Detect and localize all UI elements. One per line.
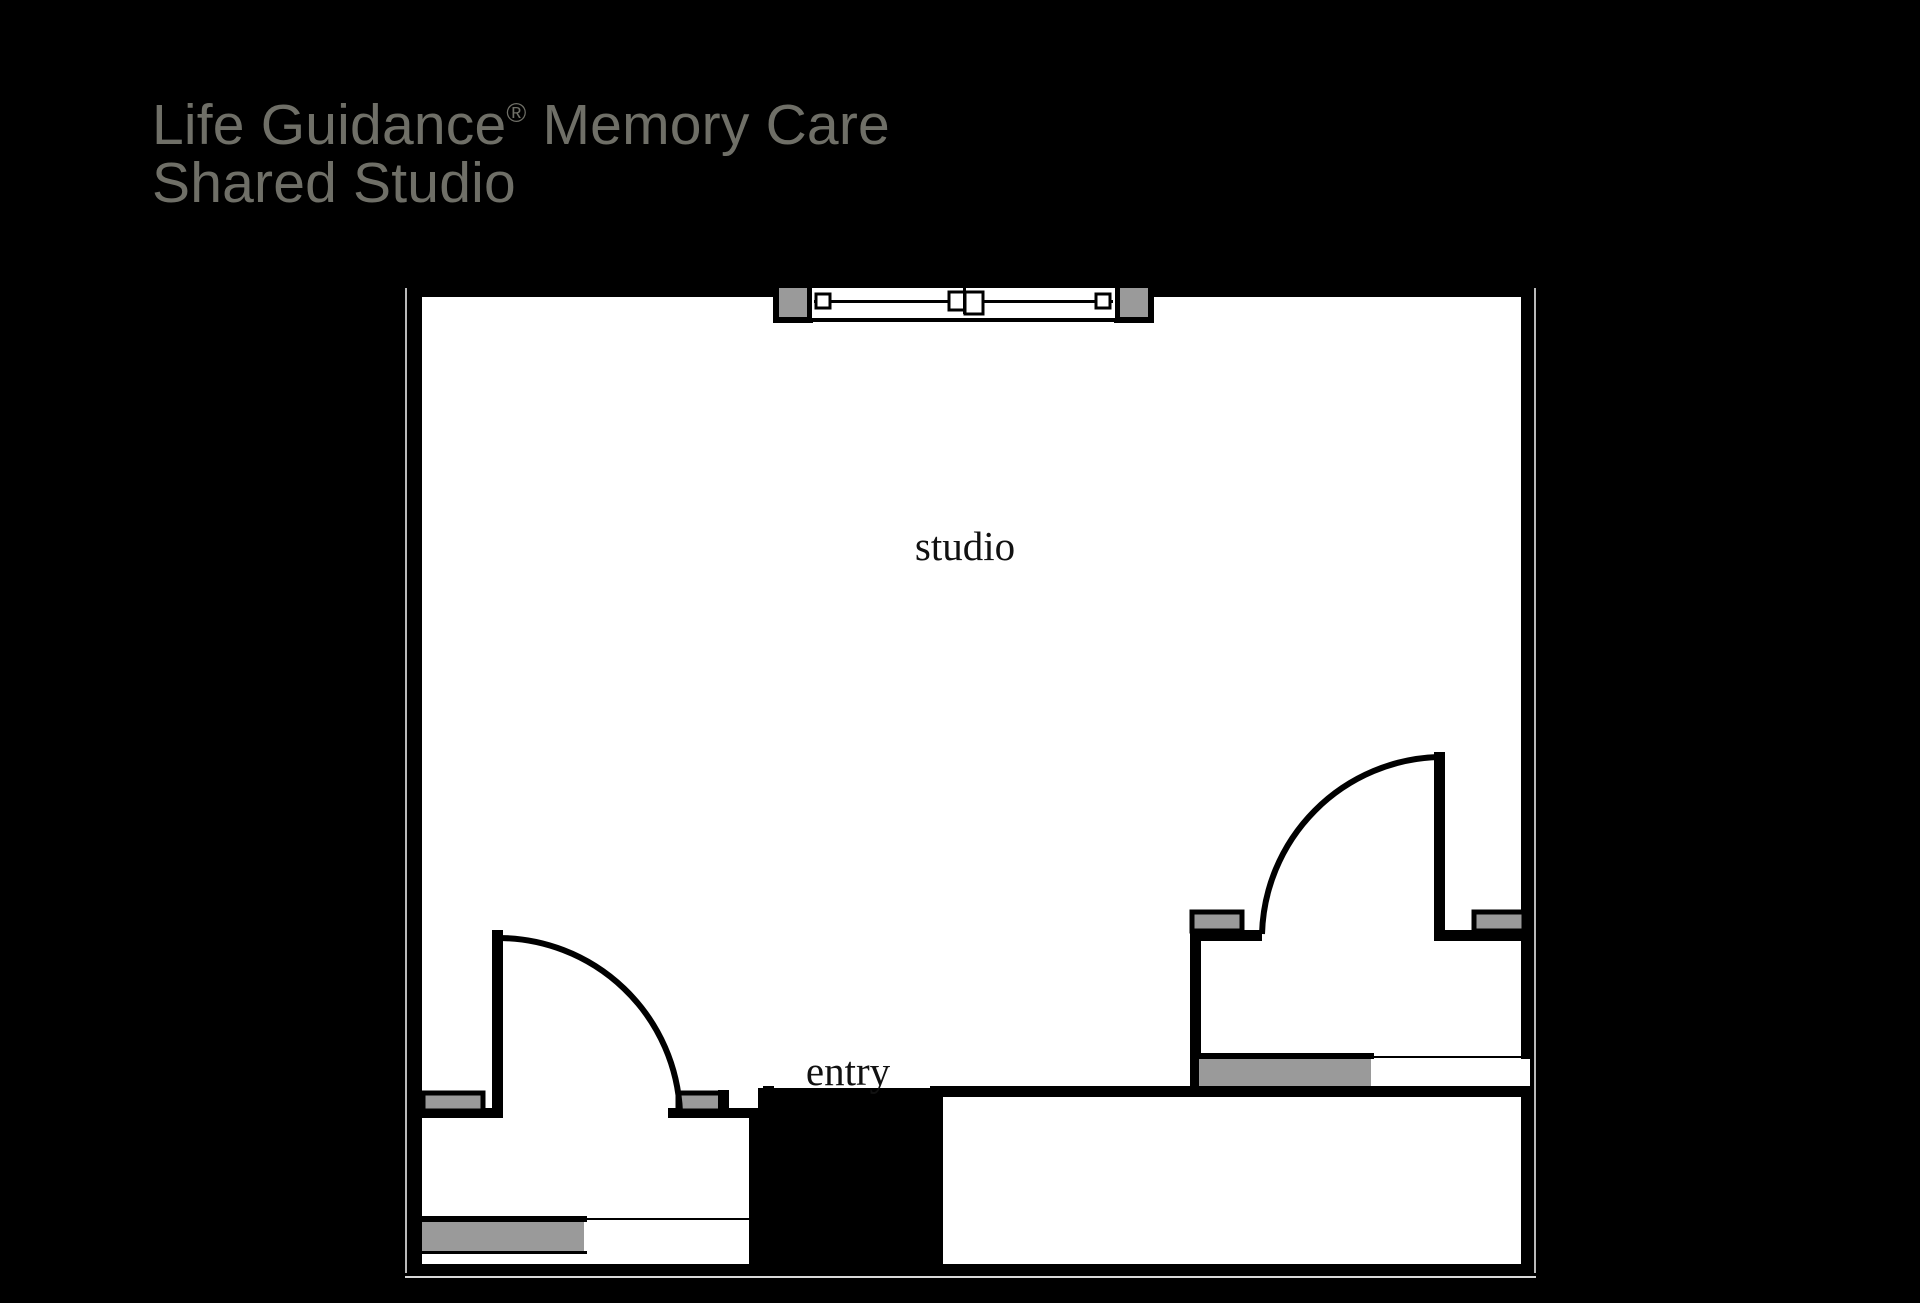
right-closet-counter-white bbox=[1371, 1059, 1530, 1089]
title-line-1-suffix: Memory Care bbox=[526, 93, 890, 157]
window-center-tick bbox=[963, 288, 966, 314]
right-closet-counter-gray bbox=[1199, 1059, 1371, 1089]
title-line-2: Shared Studio bbox=[152, 151, 516, 216]
left-closet-counter-edge-thick bbox=[419, 1216, 587, 1222]
left-closet-jamb-right-tick bbox=[718, 1090, 729, 1117]
wall-bottom-right-room bbox=[930, 1264, 1530, 1273]
title-block: Life Guidance® Memory Care Shared Studio bbox=[152, 96, 890, 212]
right-closet-counter-edge-thick bbox=[1196, 1053, 1374, 1059]
entry-door-group bbox=[763, 1086, 1530, 1273]
wall-bottom-left-closet bbox=[413, 1264, 758, 1273]
left-closet-partition-wall bbox=[492, 930, 503, 1116]
room-label-studio: studio bbox=[915, 523, 1015, 569]
right-closet-counter-edge-thin bbox=[1374, 1056, 1530, 1058]
window-jamb-right bbox=[1114, 282, 1154, 323]
window-sash-end-left bbox=[814, 292, 832, 310]
window-center-rail-right bbox=[963, 290, 985, 316]
window-sash-end-right bbox=[1094, 292, 1112, 310]
left-closet-jamb-right bbox=[675, 1090, 725, 1114]
title-line-1: Life Guidance® Memory Care bbox=[152, 96, 890, 154]
left-closet-jamb-left bbox=[420, 1090, 486, 1114]
window-jamb-left bbox=[773, 282, 813, 323]
entry-wall-stub-right bbox=[930, 1086, 943, 1273]
right-closet-door-arc bbox=[1259, 754, 1439, 935]
right-closet-jamb-left bbox=[1189, 909, 1245, 934]
window-top-group bbox=[773, 282, 1154, 323]
title-brand: Life Guidance bbox=[152, 93, 507, 157]
right-closet-wall-left bbox=[1190, 930, 1201, 1090]
right-closet-door-leaf bbox=[1434, 752, 1445, 939]
outline-guide-bottom bbox=[405, 1276, 1536, 1278]
room-label-entry: entry bbox=[806, 1048, 891, 1094]
floor-fill-group bbox=[413, 288, 1530, 1273]
wall-left bbox=[413, 288, 422, 1273]
lower-right-floor-fill bbox=[930, 1088, 1530, 1273]
entry-wall-stub-left bbox=[763, 1086, 774, 1273]
outline-guide-left bbox=[405, 288, 407, 1273]
left-closet-group bbox=[413, 930, 760, 1273]
entry-door-arc bbox=[766, 1092, 939, 1272]
right-closet-wall-head-right bbox=[1434, 930, 1530, 941]
left-closet-counter-edge-thin bbox=[587, 1218, 749, 1220]
left-closet-counter-white bbox=[584, 1221, 749, 1251]
left-closet-counter-gray bbox=[422, 1221, 584, 1251]
right-closet-jamb-right bbox=[1471, 909, 1527, 934]
right-closet-wall-head-left bbox=[1190, 930, 1262, 941]
left-closet-wall-right bbox=[749, 1108, 760, 1273]
right-closet-group bbox=[1189, 752, 1530, 1092]
left-closet-counter-edge-bottom bbox=[419, 1251, 587, 1254]
studio-floor-fill bbox=[413, 288, 1530, 1088]
registered-trademark-icon: ® bbox=[506, 98, 527, 128]
lower-right-room-head-wall bbox=[930, 1086, 1530, 1097]
wall-right bbox=[1521, 288, 1530, 1273]
outline-guide-right bbox=[1534, 288, 1536, 1273]
left-closet-door-arc bbox=[497, 934, 683, 1113]
window-center-rail-left bbox=[947, 290, 967, 312]
